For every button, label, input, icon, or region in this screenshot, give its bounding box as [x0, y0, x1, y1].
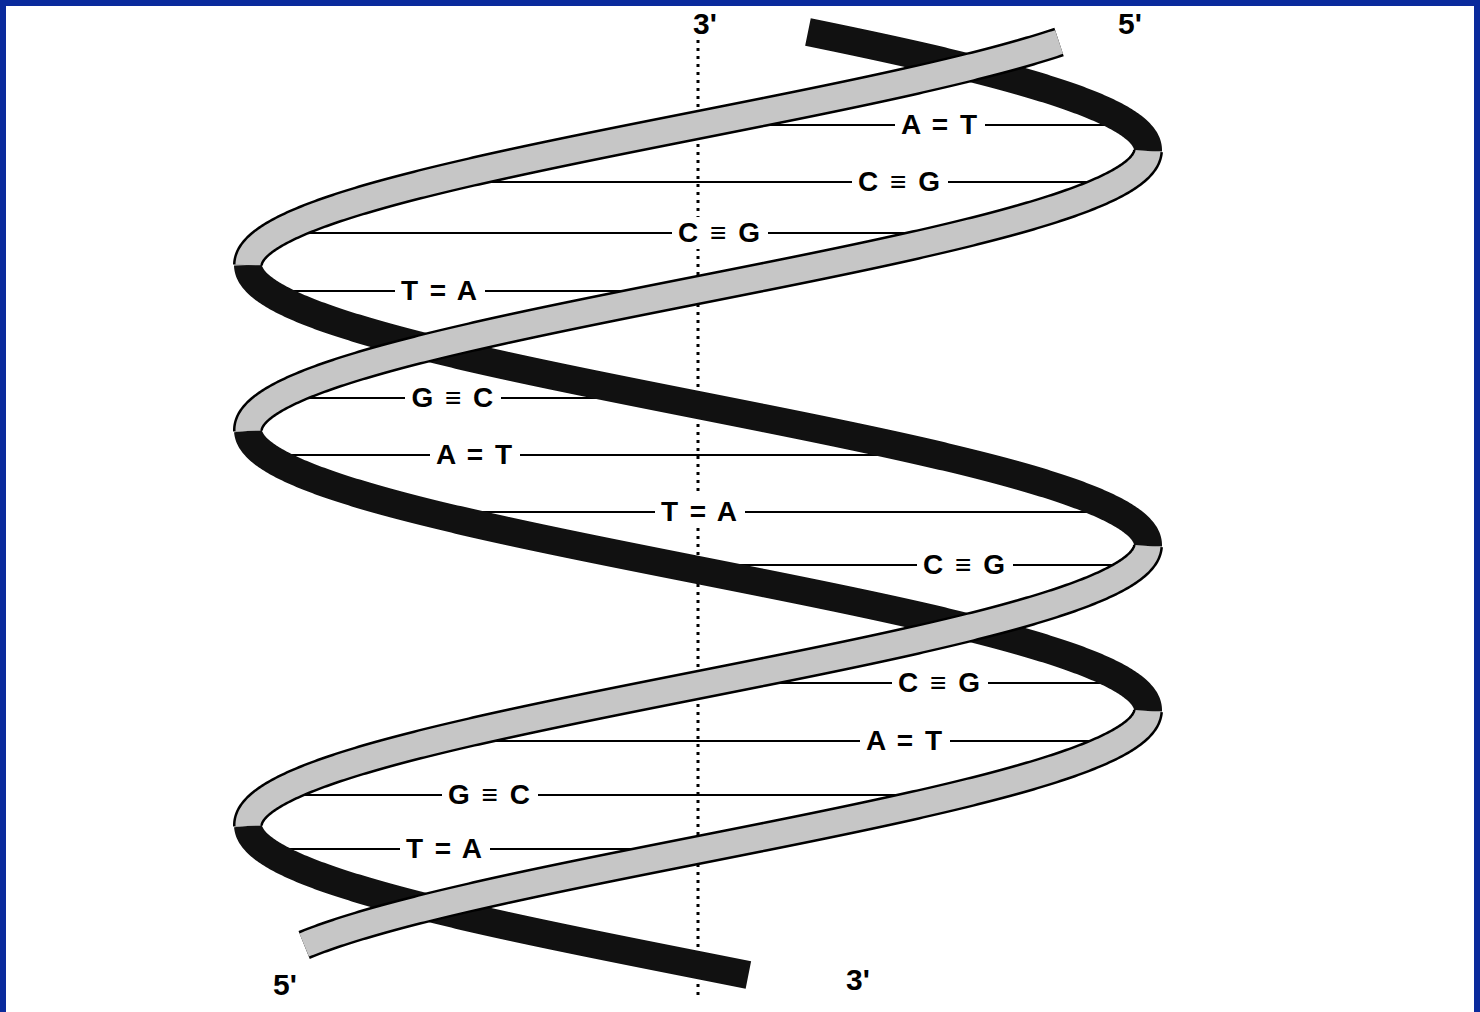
base-pair-label: T = A: [655, 496, 745, 528]
strand-front-face: [248, 42, 1059, 265]
base-pair-line: [425, 511, 1117, 513]
base-pair-line: [429, 181, 1119, 183]
base-pair-line: [433, 740, 1121, 742]
base-pair-label: A = T: [895, 109, 985, 141]
strand-end-label: 3': [843, 964, 873, 996]
strand-ribbons: [248, 32, 1148, 975]
strand-end-label: 3': [690, 8, 720, 40]
base-pair-label: T = A: [400, 833, 490, 865]
base-pair-label: A = T: [430, 439, 520, 471]
base-pair-label: C ≡ G: [917, 549, 1013, 581]
base-pair-label: C ≡ G: [852, 166, 948, 198]
base-pair-label: T = A: [395, 275, 485, 307]
strand-back-face: [248, 265, 1148, 546]
base-pair-line: [266, 454, 938, 456]
strand-end-label: 5': [1115, 8, 1145, 40]
strand-front-face: [248, 546, 1148, 826]
base-pair-label: C ≡ G: [672, 217, 768, 249]
base-pair-line: [277, 232, 967, 234]
base-pair-label: G ≡ C: [442, 779, 538, 811]
base-pair-label: C ≡ G: [892, 667, 988, 699]
base-pair-line: [273, 794, 958, 796]
base-pair-label: G ≡ C: [405, 382, 501, 414]
base-pair-label: A = T: [860, 725, 950, 757]
strand-end-label: 5': [270, 969, 300, 1001]
